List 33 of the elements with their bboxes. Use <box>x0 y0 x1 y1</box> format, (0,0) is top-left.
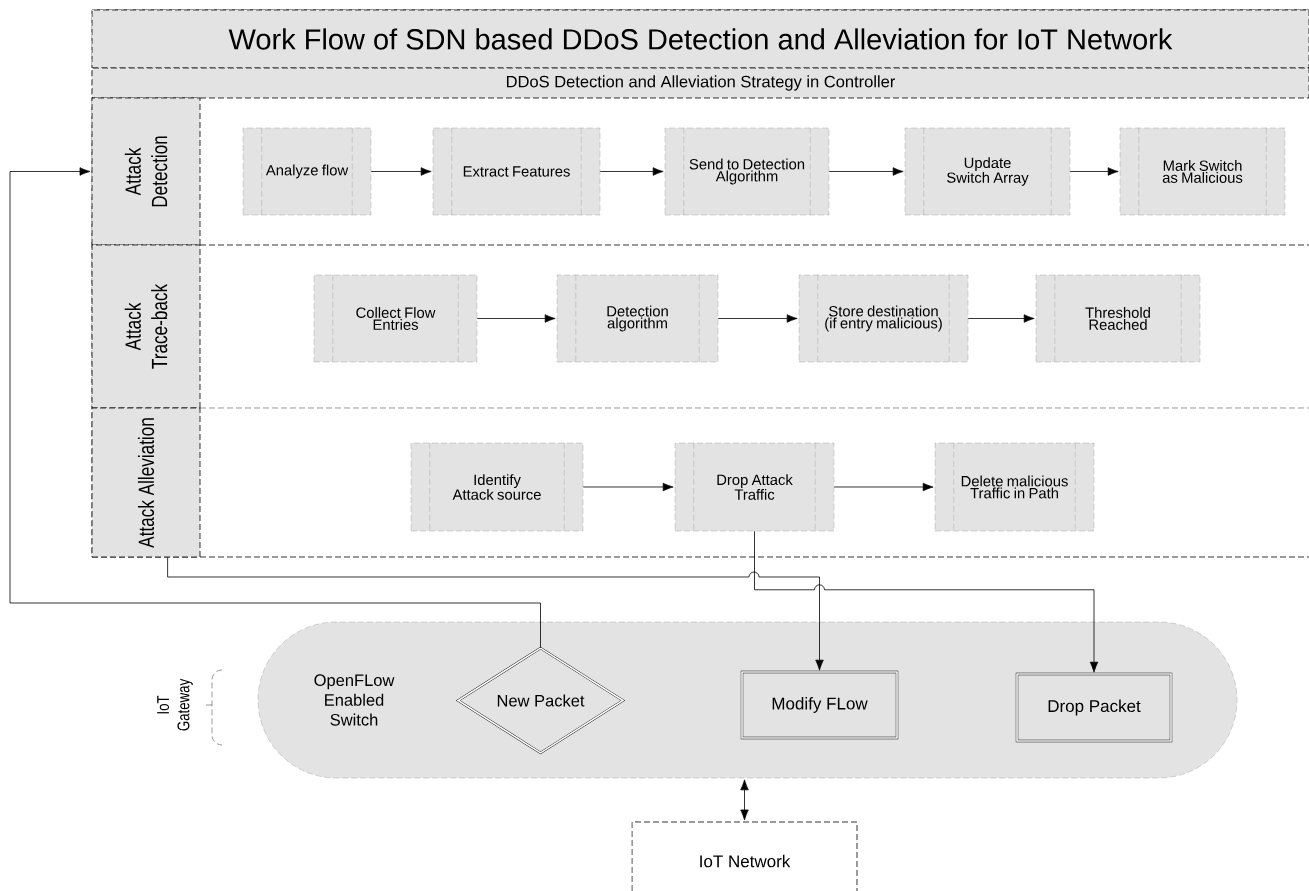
action-box: Modify FLow <box>740 670 899 740</box>
node-label: Work Flow of SDN based DDoS Detection and Alleviation for IoT Network <box>228 28 1173 50</box>
process-box: Identify Attack source <box>410 442 584 532</box>
arrow <box>828 167 904 176</box>
arrow <box>167 557 824 671</box>
lane-header: Attack Detection <box>91 97 201 246</box>
arrow <box>1069 167 1119 176</box>
arrow <box>967 314 1035 323</box>
process-box: Mark Switch as Malicious <box>1119 127 1286 216</box>
arrow <box>833 482 934 492</box>
process-box: Drop Attack Traffic <box>674 442 835 532</box>
arrow <box>582 482 674 492</box>
process-box: Delete malicious Traffic in Path <box>934 442 1095 532</box>
arrow <box>717 314 798 323</box>
process-box: Send to Detection Algorithm <box>664 127 830 216</box>
arrow <box>754 530 1099 673</box>
process-box: Analyze flow <box>242 127 372 216</box>
network-box: IoT Network <box>631 821 858 891</box>
process-box: Detection algorithm <box>556 274 719 363</box>
group-label: IoT Gateway <box>157 678 193 731</box>
arrow <box>740 779 749 821</box>
lane-header: Attack Trace-back <box>91 244 201 409</box>
process-box: Collect Flow Entries <box>313 274 478 363</box>
process-box: Update Switch Array <box>904 127 1071 216</box>
action-box: Drop Packet <box>1015 672 1173 743</box>
arrow <box>370 167 432 176</box>
process-box: Threshold Reached <box>1035 274 1201 363</box>
arrow <box>599 167 664 176</box>
arrow <box>476 314 556 323</box>
arrow <box>9 167 541 649</box>
process-box: Store destination (if entry malicious) <box>798 274 969 363</box>
process-box: Extract Features <box>432 127 601 216</box>
lane-header: Attack Alleviation <box>91 407 201 558</box>
